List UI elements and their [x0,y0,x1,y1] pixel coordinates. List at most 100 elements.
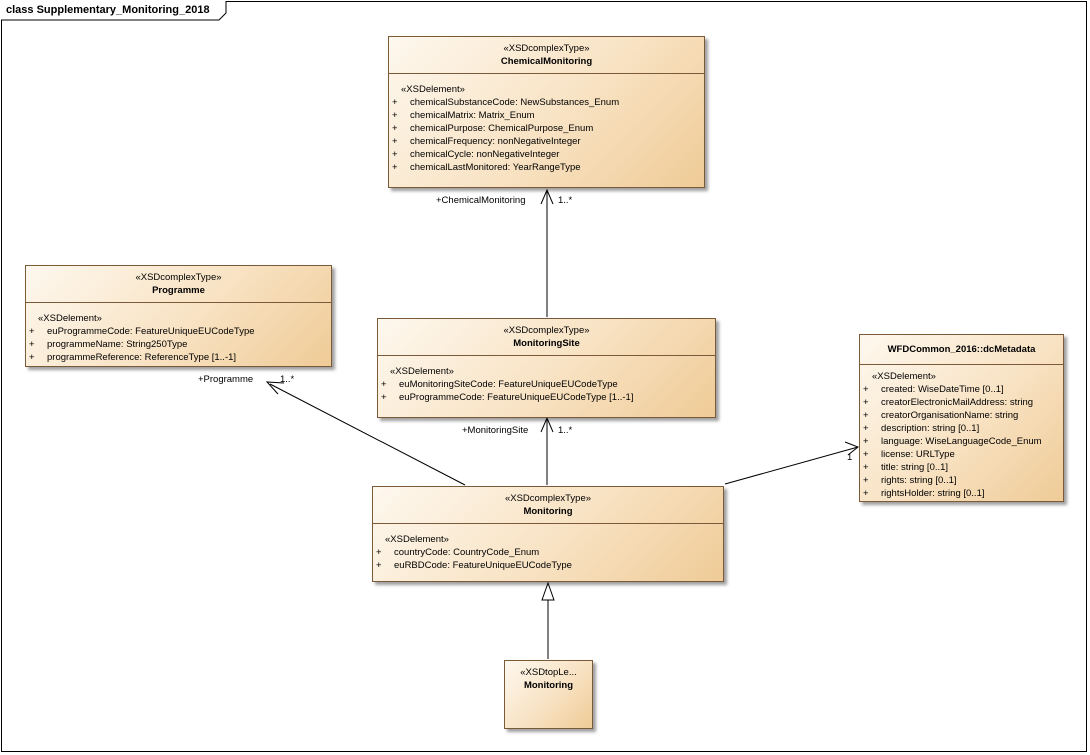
role-label-programme: +Programme [198,374,254,385]
class-monitoring-site[interactable]: «XSDcomplexType» MonitoringSite «XSDelem… [377,318,716,418]
attribute-text: chemicalMatrix: Matrix_Enum [410,110,535,121]
visibility-marker: + [376,547,382,558]
visibility-marker: + [392,136,398,147]
section-stereotype: «XSDelement» [401,84,465,95]
attribute-text: chemicalPurpose: ChemicalPurpose_Enum [410,123,594,134]
attribute-row[interactable]: + description: string [0..1] [860,422,1063,435]
visibility-marker: + [392,149,398,160]
attribute-row[interactable]: + countryCode: CountryCode_Enum [373,546,723,559]
attribute-text: creatorOrganisationName: string [881,410,1019,421]
class-name: ChemicalMonitoring [500,56,593,67]
class-programme[interactable]: «XSDcomplexType» Programme «XSDelement» … [25,265,332,367]
visibility-marker: + [29,352,35,363]
section-stereotype: «XSDelement» [385,534,449,545]
class-header: WFDCommon_2016::dcMetadata [860,335,1063,365]
class-name: MonitoringSite [513,338,580,349]
attribute-text: euProgrammeCode: FeatureUniqueEUCodeType… [399,392,634,403]
attribute-text: description: string [0..1] [881,423,980,434]
class-header: «XSDtopLe... Monitoring [505,661,592,692]
visibility-marker: + [863,423,869,434]
visibility-marker: + [376,560,382,571]
class-attributes: «XSDelement» +created: WiseDateTime [0..… [860,365,1063,500]
class-name: Monitoring [523,506,573,517]
stereotype-label: «XSDcomplexType» [503,43,590,54]
visibility-marker: + [381,379,387,390]
attribute-row[interactable]: + rights: string [0..1] [860,474,1063,487]
class-header: «XSDcomplexType» MonitoringSite [378,319,715,356]
attribute-text: language: WiseLanguageCode_Enum [881,436,1042,447]
class-name: Programme [152,285,205,296]
visibility-marker: + [863,488,869,499]
attribute-row[interactable]: +euMonitoringSiteCode: FeatureUniqueEUCo… [378,378,715,391]
attribute-text: rightsHolder: string [0..1] [881,488,985,499]
multiplicity-label-metadata: 1 [847,452,853,463]
class-monitoring-top-level[interactable]: «XSDtopLe... Monitoring [504,660,593,729]
visibility-marker: + [863,436,869,447]
attribute-text: euProgrammeCode: FeatureUniqueEUCodeType [47,326,255,337]
class-attributes: «XSDelement» +euMonitoringSiteCode: Feat… [378,356,715,404]
visibility-marker: + [863,384,869,395]
visibility-marker: + [863,449,869,460]
multiplicity-label-programme: 1..* [280,374,295,385]
attribute-row[interactable]: + rightsHolder: string [0..1] [860,487,1063,500]
attribute-text: chemicalLastMonitored: YearRangeType [410,162,581,173]
class-chemical-monitoring[interactable]: «XSDcomplexType» ChemicalMonitoring «XSD… [388,36,705,188]
attribute-row[interactable]: + creatorElectronicMailAddress: string [860,396,1063,409]
attribute-text: chemicalCycle: nonNegativeInteger [410,149,560,160]
attribute-text: rights: string [0..1] [881,475,957,486]
visibility-marker: + [863,475,869,486]
attribute-row[interactable]: + chemicalFrequency: nonNegativeInteger [389,135,704,148]
attribute-text: license: URLType [881,449,955,460]
stereotype-label: «XSDcomplexType» [135,272,222,283]
class-header: «XSDcomplexType» Monitoring [373,487,723,524]
attribute-text: programmeName: String250Type [47,339,188,350]
attribute-row[interactable]: + programmeReference: ReferenceType [1..-… [26,351,331,364]
visibility-marker: + [863,397,869,408]
attribute-row[interactable]: + euProgrammeCode: FeatureUniqueEUCodeTyp… [378,391,715,404]
stereotype-label: «XSDcomplexType» [503,325,590,336]
attribute-row[interactable]: + chemicalSubstanceCode: NewSubstances_En… [389,96,704,109]
class-monitoring[interactable]: «XSDcomplexType» Monitoring «XSDelement»… [372,486,724,582]
attribute-row[interactable]: +chemicalMatrix: Matrix_Enum [389,109,704,122]
visibility-marker: + [29,339,35,350]
visibility-marker: + [863,410,869,421]
class-attributes: «XSDelement» + countryCode: CountryCode_E… [373,524,723,572]
attribute-text: chemicalSubstanceCode: NewSubstances_Enu… [410,97,620,108]
role-label-chemical: +ChemicalMonitoring [436,195,526,206]
attribute-row[interactable]: + language: WiseLanguageCode_Enum [860,435,1063,448]
attribute-row[interactable]: + title: string [0..1] [860,461,1063,474]
class-name: WFDCommon_2016::dcMetadata [887,344,1036,355]
attribute-text: creatorElectronicMailAddress: string [881,397,1034,408]
stereotype-label: «XSDcomplexType» [504,493,592,504]
attribute-row[interactable]: + license: URLType [860,448,1063,461]
attribute-text: chemicalFrequency: nonNegativeInteger [410,136,581,147]
multiplicity-label-chemical: 1..* [558,195,573,206]
attribute-row[interactable]: + euProgrammeCode: FeatureUniqueEUCodeTyp… [26,325,331,338]
visibility-marker: + [392,97,398,108]
attribute-text: countryCode: CountryCode_Enum [394,547,540,558]
section-stereotype: «XSDelement» [390,366,454,377]
visibility-marker: + [392,123,398,134]
attribute-row[interactable]: +created: WiseDateTime [0..1] [860,383,1063,396]
class-attributes: «XSDelement» + euProgrammeCode: FeatureUn… [26,303,331,364]
visibility-marker: + [381,392,387,403]
attribute-row[interactable]: + creatorOrganisationName: string [860,409,1063,422]
diagram-frame-title: class Supplementary_Monitoring_2018 [1,1,226,20]
attribute-row[interactable]: + chemicalPurpose: ChemicalPurpose_Enum [389,122,704,135]
visibility-marker: + [392,162,398,173]
class-header: «XSDcomplexType» ChemicalMonitoring [389,37,704,74]
class-header: «XSDcomplexType» Programme [26,266,331,303]
attribute-row[interactable]: +euRBDCode: FeatureUniqueEUCodeType [373,559,723,572]
attribute-text: programmeReference: ReferenceType [1..-1… [47,352,237,363]
attribute-row[interactable]: + chemicalCycle: nonNegativeInteger [389,148,704,161]
class-name: Monitoring [523,680,574,691]
attribute-text: title: string [0..1] [881,462,949,473]
section-stereotype: «XSDelement» [38,313,102,324]
class-dc-metadata[interactable]: WFDCommon_2016::dcMetadata «XSDelement» … [859,334,1064,502]
visibility-marker: + [863,462,869,473]
visibility-marker: + [29,326,35,337]
attribute-row[interactable]: + chemicalLastMonitored: YearRangeType [389,161,704,174]
attribute-row[interactable]: + programmeName: String250Type [26,338,331,351]
role-label-site: +MonitoringSite [462,425,529,436]
